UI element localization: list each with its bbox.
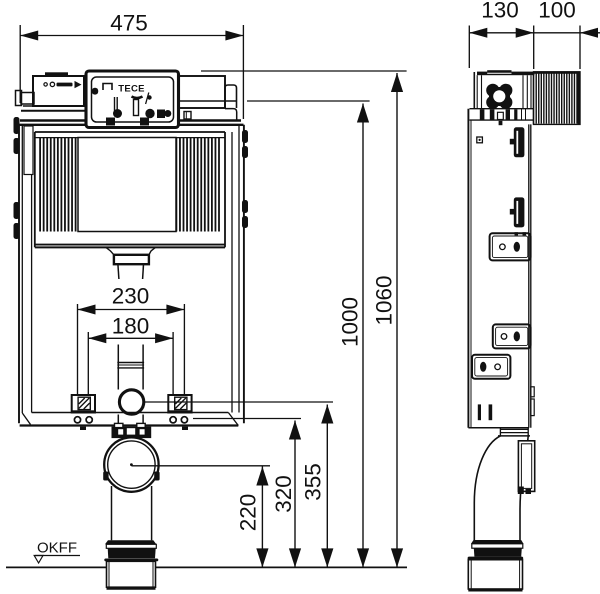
svg-text:220: 220 bbox=[236, 494, 261, 532]
svg-text:475: 475 bbox=[110, 11, 148, 36]
svg-text:TECE: TECE bbox=[118, 84, 145, 95]
svg-text:100: 100 bbox=[538, 0, 576, 23]
svg-text:130: 130 bbox=[481, 0, 519, 23]
svg-text:320: 320 bbox=[271, 475, 296, 513]
svg-text:1000: 1000 bbox=[338, 297, 363, 347]
svg-text:230: 230 bbox=[112, 284, 150, 309]
svg-text:180: 180 bbox=[112, 314, 150, 339]
svg-text:1060: 1060 bbox=[372, 275, 397, 325]
svg-text:355: 355 bbox=[301, 463, 326, 501]
svg-text:OKFF: OKFF bbox=[37, 540, 77, 557]
